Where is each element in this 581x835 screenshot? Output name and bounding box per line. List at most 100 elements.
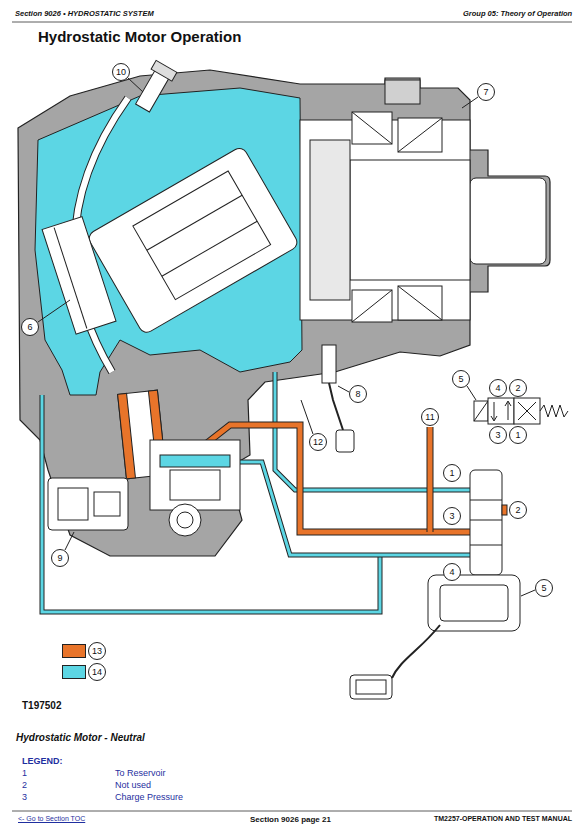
output-shaft [300,80,546,322]
callout-number: 4 [443,563,461,581]
valve-spool [502,505,507,515]
motor-housing [35,88,302,395]
legend-swatch [62,665,86,679]
control-solenoid [94,492,120,516]
page-number: Section 9026 page 21 [250,815,331,824]
hydraulic-line [428,427,433,532]
valve-symbol [518,402,536,420]
group-header: Group 05: Theory of Operation [463,9,572,18]
cylinder-block [133,171,271,300]
speed-sensor [329,383,343,430]
callout-number: 6 [21,318,39,336]
callout-number: 14 [88,663,106,681]
callout-number: 9 [51,549,69,567]
valve-symbol [488,398,514,424]
output-shaft [352,112,392,144]
speed-sensor [322,345,336,383]
legend-text: Not used [115,780,151,790]
valve-spool [392,625,440,678]
callout-number: 10 [112,63,130,81]
hydraulic-line [275,372,470,490]
callout-number: 8 [349,385,367,403]
figure-number: T197502 [22,700,61,711]
control-solenoid [58,488,88,520]
control-solenoid [48,478,128,530]
section-header: Section 9026 • HYDROSTATIC SYSTEM [15,9,154,18]
leader-line [301,400,313,434]
servo-piston [177,512,193,528]
hydraulic-line [42,372,470,612]
valve-symbol [474,401,488,421]
output-shaft [352,290,392,322]
valve-symbol [505,401,511,406]
valve-symbol [491,416,497,421]
hydraulic-line [275,372,470,490]
valve-symbol [474,401,488,421]
valve-symbol [540,405,568,417]
leader-line [467,386,476,400]
rule-line [12,22,572,811]
servo-piston [150,440,240,510]
output-shaft [398,286,442,320]
speed-sensor [151,60,177,81]
hydraulic-line [42,395,380,612]
callout-number: 4 [489,379,507,397]
valve-spool [440,585,508,621]
toc-link: <- Go to Section TOC [18,815,85,822]
callout-number: 5 [452,370,470,388]
speed-sensor [336,430,354,452]
legend-swatch [62,644,86,658]
callout-number: 13 [88,642,106,660]
callout-number: 7 [477,83,495,101]
output-shaft [352,290,392,322]
legend-heading: LEGEND: [22,756,63,766]
cylinder-block [54,228,87,329]
cylinder-block [147,195,242,250]
cylinder-block [86,146,299,336]
speed-sensor [132,60,354,452]
cylinder-block [42,217,116,335]
manual-name: TM2257-OPERATION AND TEST MANUAL [434,815,572,822]
valve-spool [350,470,520,699]
servo-piston [169,504,201,536]
cylinder-block [42,146,300,336]
leader-line [338,386,349,392]
leader-line [38,78,535,596]
output-shaft [385,80,420,104]
callout-number: 1 [443,464,461,482]
callout-number: 12 [309,433,327,451]
callout-number: 5 [535,579,553,597]
speed-sensor [132,60,177,114]
leader-line [521,590,535,596]
leader-line [462,97,478,108]
leader-line [38,300,70,322]
valve-symbol [494,402,495,420]
output-shaft [310,140,350,300]
hydraulic-line [42,395,380,612]
valve-symbol [514,398,540,424]
valve-symbol [518,402,536,420]
output-shaft [352,112,392,144]
callout-number: 3 [489,426,507,444]
leader-line [65,532,74,550]
hydraulic-line [427,427,434,532]
cylinder-block [162,221,257,276]
output-shaft [398,118,442,152]
legend-text: Charge Pressure [115,792,183,802]
servo-piston [160,455,230,467]
leader-line [128,78,143,92]
control-solenoid [48,478,128,530]
callout-number: 3 [443,507,461,525]
servo-piston [118,390,240,536]
valve-spool [428,575,520,631]
cylinder-block [42,217,116,335]
output-shaft [398,286,442,320]
valve-spool [350,675,392,699]
valve-spool [356,680,386,694]
rule-line [12,811,572,812]
figure-caption: Hydrostatic Motor - Neutral [16,732,145,743]
valve-symbol [474,398,568,424]
page-title: Hydrostatic Motor Operation [38,28,241,45]
